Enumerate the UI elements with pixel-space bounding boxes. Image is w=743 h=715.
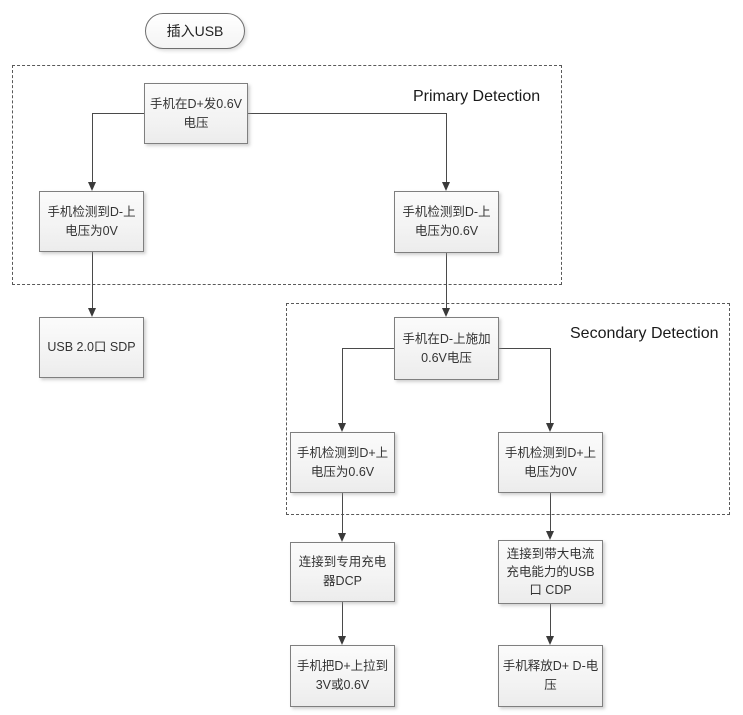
node-text-line: 手机检测到D-上: [47, 204, 136, 219]
node-text-line: 电压为0.6V: [414, 224, 479, 238]
flow-node-send-dplus: 手机在D+发0.6V 电压: [144, 83, 248, 144]
start-node-label: 插入USB: [166, 23, 224, 39]
primary-detection-label: Primary Detection: [413, 88, 541, 105]
flow-node-detect-dminus-06v: 手机检测到D-上 电压为0.6V: [394, 191, 499, 253]
node-text-line: 电压为0V: [65, 223, 118, 238]
flow-node-detect-dplus-0v: 手机检测到D+上 电压为0V: [498, 432, 603, 493]
arrowhead-icon: [338, 533, 346, 542]
node-text-line: 连接到专用充电: [298, 555, 387, 569]
arrowhead-icon: [338, 636, 346, 645]
node-text-line: 器DCP: [323, 574, 362, 588]
node-text-line: 口 CDP: [529, 583, 572, 597]
node-text-line: 充电能力的USB: [506, 565, 595, 579]
arrowhead-icon: [546, 531, 554, 540]
secondary-detection-label: Secondary Detection: [570, 325, 719, 342]
arrowhead-icon: [88, 182, 96, 191]
flow-node-sdp: USB 2.0口 SDP: [39, 317, 144, 378]
node-text-line: 手机检测到D+上: [296, 445, 389, 460]
flow-node-pullup: 手机把D+上拉到 3V或0.6V: [290, 645, 395, 707]
arrowhead-icon: [546, 423, 554, 432]
arrowhead-icon: [442, 308, 450, 317]
node-text-line: 手机在D+发0.6V: [149, 96, 243, 111]
node-text-line: 手机释放D+ D-电: [502, 659, 599, 673]
arrowhead-icon: [442, 182, 450, 191]
flow-node-release: 手机释放D+ D-电 压: [498, 645, 603, 707]
node-text-line: 3V或0.6V: [315, 678, 370, 692]
node-text-line: 电压为0.6V: [310, 464, 375, 479]
arrowhead-icon: [338, 423, 346, 432]
arrowhead-icon: [546, 636, 554, 645]
flow-node-cdp: 连接到带大电流 充电能力的USB 口 CDP: [498, 540, 603, 604]
node-text-line: 0.6V电压: [421, 350, 472, 365]
node-text-line: 手机检测到D+上: [504, 445, 597, 460]
node-text-line: USB 2.0口 SDP: [47, 340, 136, 354]
primary-detection-group: [12, 65, 562, 285]
node-text-line: 手机把D+上拉到: [296, 659, 389, 673]
node-text-line: 电压为0V: [524, 464, 577, 479]
node-text-line: 手机在D-上施加: [402, 331, 491, 346]
flow-node-apply-dminus: 手机在D-上施加 0.6V电压: [394, 317, 499, 380]
secondary-detection-group: [286, 303, 730, 515]
node-text-line: 手机检测到D-上: [402, 205, 491, 219]
arrowhead-icon: [88, 308, 96, 317]
node-text-line: 压: [544, 678, 557, 692]
flow-node-dcp: 连接到专用充电 器DCP: [290, 542, 395, 602]
node-text-line: 连接到带大电流: [506, 547, 595, 561]
start-node-insert-usb: 插入USB: [145, 13, 245, 49]
flow-node-detect-dplus-06v: 手机检测到D+上 电压为0.6V: [290, 432, 395, 493]
node-text-line: 电压: [183, 115, 209, 130]
flow-node-detect-dminus-0v: 手机检测到D-上 电压为0V: [39, 191, 144, 252]
